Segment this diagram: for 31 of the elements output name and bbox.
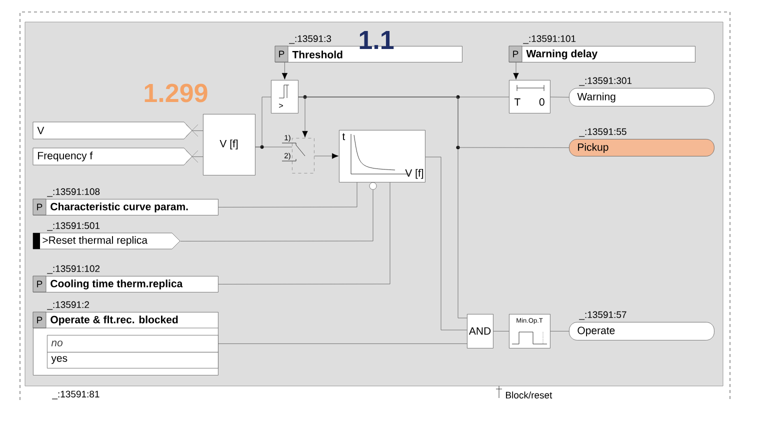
characteristic-curve-block: t V [f] xyxy=(339,130,426,190)
option-row: no xyxy=(47,335,218,352)
output-signal: Pickup xyxy=(569,139,714,156)
output-signal: Warning xyxy=(569,88,714,106)
function-block: V [f] xyxy=(203,114,256,176)
id-label: _:13591:102 xyxy=(47,265,100,274)
connector-arrow xyxy=(513,62,519,80)
parameter-box: P Cooling time therm.replica xyxy=(32,276,218,292)
output-signal: Operate xyxy=(569,322,714,340)
id-label: _:13591:81 xyxy=(52,390,100,400)
input-signal: Frequency f xyxy=(32,148,192,166)
id-label: _:13591:301 xyxy=(579,77,632,86)
id-label: _:13591:108 xyxy=(47,188,100,197)
id-label: _:13591:2 xyxy=(47,301,89,310)
connector-arrow xyxy=(282,62,288,80)
and-gate: AND xyxy=(467,314,494,348)
id-label: _:13591:3 xyxy=(289,35,332,44)
parameter-box: P Warning delay xyxy=(508,46,696,62)
timer-block: T 0 xyxy=(509,80,550,114)
id-label: _:13591:101 xyxy=(523,35,576,44)
threshold-comparator: > xyxy=(271,80,298,114)
big-number: 1.299 xyxy=(144,84,208,102)
parameter-box: P Characteristic curve param. xyxy=(32,198,218,216)
id-label: _:13591:55 xyxy=(579,128,626,137)
option-row: yes xyxy=(47,352,218,368)
signal-label: Block/reset xyxy=(506,392,552,398)
input-signal: V xyxy=(32,122,192,140)
connector-arrow xyxy=(314,153,338,159)
binary-input: >Reset thermal replica xyxy=(32,232,180,250)
id-label: _:13591:501 xyxy=(47,222,100,231)
id-label: _:13591:57 xyxy=(579,311,626,320)
